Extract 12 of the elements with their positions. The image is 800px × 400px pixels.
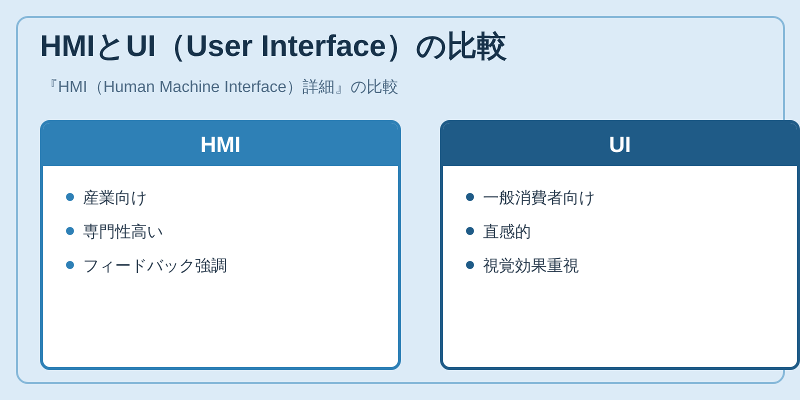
subtitle: 『HMI（Human Machine Interface）詳細』の比較 bbox=[42, 78, 399, 98]
list-item: 一般消費者向け bbox=[483, 188, 595, 209]
list-item: フィードバック強調 bbox=[83, 256, 227, 277]
list-item: 視覚効果重視 bbox=[483, 256, 579, 277]
comparison-card bbox=[40, 120, 401, 370]
comparison-card bbox=[440, 120, 800, 370]
list-item: 産業向け bbox=[83, 188, 147, 209]
card-title: HMI bbox=[200, 130, 241, 158]
list-item: 直感的 bbox=[483, 222, 531, 243]
title: HMIとUI（User Interface）の比較 bbox=[40, 29, 508, 65]
card-title: UI bbox=[609, 130, 631, 158]
list-item: 専門性高い bbox=[83, 222, 163, 243]
